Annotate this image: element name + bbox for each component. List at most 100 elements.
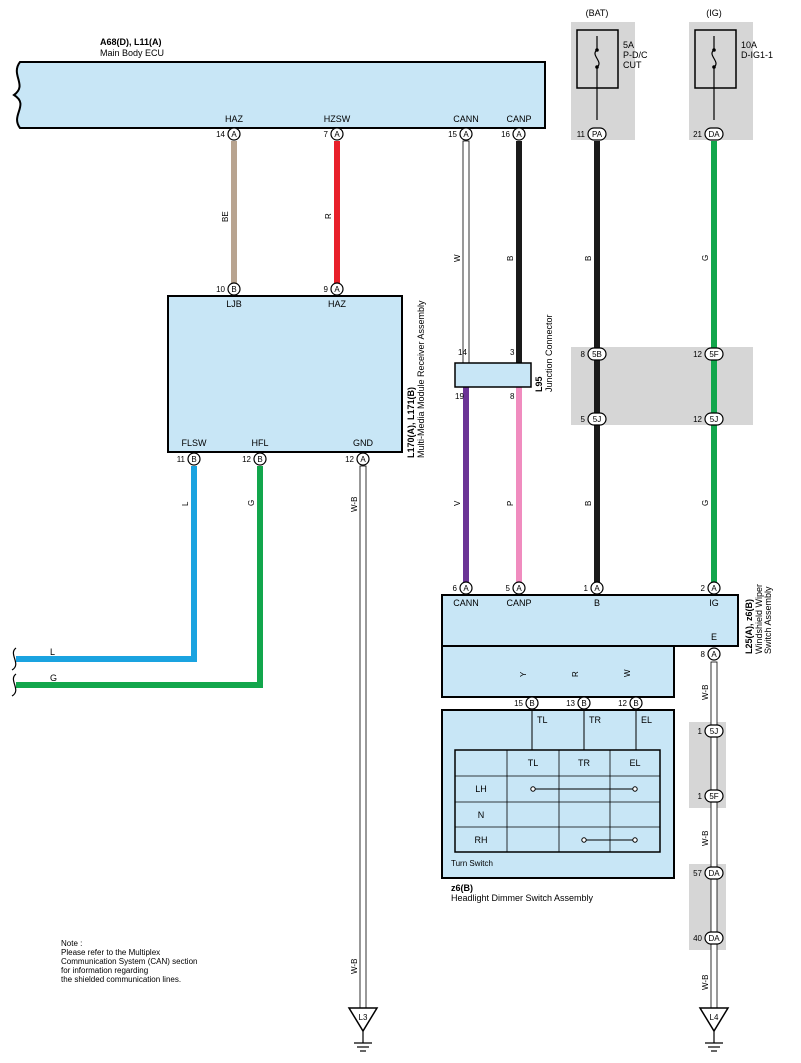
wiper-switch: CANN CANP B IG E L25(A), z6(B) Windshiel…: [441, 584, 773, 698]
wire-code-wb4: W-B: [701, 831, 710, 846]
wire-code-be: BE: [221, 211, 230, 222]
wiper-term-ig: IG: [709, 598, 719, 608]
ig-pin-da-number: 21: [693, 130, 702, 139]
grounds: L3 L4: [347, 1007, 730, 1052]
wiper-name-2: Switch Assembly: [763, 586, 773, 654]
wire-code-v: V: [453, 500, 462, 506]
note-line-1: Note :: [61, 939, 82, 948]
jc-pin-8: 8: [510, 392, 515, 401]
mmm-pin-haz-conn: A: [334, 285, 340, 294]
ecu-pin-haz-conn: A: [231, 130, 237, 139]
dimmer-pin-tl: B15: [514, 696, 539, 710]
mmm-pin-flsw-conn: B: [191, 455, 196, 464]
mmm-pin-haz: A9: [324, 282, 344, 296]
ecu-term-canp: CANP: [506, 114, 531, 124]
wiper-code: L25(A), z6(B): [744, 599, 754, 654]
ecu-pin-canp-conn: A: [516, 130, 522, 139]
offpage-l: L: [50, 647, 55, 657]
bat-pin-pa-number: 11: [577, 130, 586, 139]
wire-code-b1: B: [506, 256, 515, 261]
ground-l4-label: L4: [710, 1013, 719, 1022]
mmm-term-flsw: FLSW: [181, 438, 207, 448]
wire-code-r: R: [324, 213, 333, 219]
wiper-pin-canp: A5: [506, 581, 526, 595]
inline-pin-5b: 5B8: [581, 347, 607, 361]
inline-pin-5b-number: 8: [581, 350, 586, 359]
wiper-pin-b-number: 1: [584, 584, 589, 593]
ig-source-label: (IG): [706, 8, 722, 18]
inline-pin-5f-g-conn: 5F: [709, 350, 718, 359]
ecu-pin-canp-number: 16: [501, 130, 510, 139]
ground-l4-icon: L4: [698, 1007, 730, 1052]
jc-name: Junction Connector: [544, 314, 554, 392]
ecu-pin-hzsw-conn: A: [334, 130, 340, 139]
note: Note : Please refer to the Multiplex Com…: [61, 939, 197, 984]
note-line-5: the shielded communication lines.: [61, 975, 181, 984]
mmm-pin-hfl-conn: B: [257, 455, 262, 464]
note-line-2: Please refer to the Multiplex: [61, 948, 160, 957]
headlight-dimmer-switch: TL TR EL TL TR EL LH N RH Turn Switch z6…: [441, 709, 675, 903]
mmm-pin-flsw-number: 11: [177, 455, 186, 464]
wire-code-b3: B: [584, 501, 593, 506]
turn-switch-label: Turn Switch: [451, 859, 493, 868]
mmm-pin-haz-number: 9: [324, 285, 329, 294]
table-header-el: EL: [629, 758, 640, 768]
inline-pin-5f-e: 5F1: [698, 789, 724, 803]
inline-pin-5j-e: 5J1: [698, 724, 724, 738]
dimmer-pin-el-number: 12: [618, 699, 627, 708]
mmm-term-ljb: LJB: [226, 299, 242, 309]
wiper-term-cann: CANN: [453, 598, 479, 608]
ground-l3-label: L3: [359, 1013, 368, 1022]
wiper-name-1: Windshield Wiper: [754, 584, 764, 654]
wiper-pin-ig: A2: [701, 581, 721, 595]
mmm-term-haz: HAZ: [328, 299, 347, 309]
wire-code-b2: B: [584, 256, 593, 261]
wiper-term-canp: CANP: [506, 598, 531, 608]
wiper-pin-e-number: 8: [701, 650, 706, 659]
table-row-lh: LH: [475, 784, 487, 794]
fuse-bat-amp: 5A: [623, 40, 634, 50]
wire-code-wb2: W-B: [350, 959, 359, 974]
offpage-g: G: [50, 673, 57, 683]
inline-pin-57da-conn: DA: [708, 869, 720, 878]
inline-pin-5j-b-conn: 5J: [593, 415, 601, 424]
wiper-pin-e: A8: [701, 647, 721, 661]
note-line-4: for information regarding: [61, 966, 148, 975]
dimmer-term-tr: TR: [589, 715, 601, 725]
wiper-pin-canp-number: 5: [506, 584, 511, 593]
wire-wb-gnd: [359, 465, 367, 1009]
wire-code-w: W: [453, 254, 462, 262]
wiper-pin-canp-conn: A: [516, 584, 522, 593]
ecu-name: Main Body ECU: [100, 48, 164, 58]
wiper-pin-cann-number: 6: [453, 584, 458, 593]
table-row-n: N: [478, 810, 485, 820]
fuse-bat-name1: P-D/C: [623, 50, 648, 60]
ecu-code: A68(D), L11(A): [100, 37, 162, 47]
ecu-term-cann: CANN: [453, 114, 479, 124]
dimmer-pin-tr-number: 13: [566, 699, 575, 708]
mmm-pin-flsw: B 11: [177, 452, 201, 466]
ig-pin-da: DA 21: [693, 127, 724, 141]
mmm-term-hfl: HFL: [251, 438, 268, 448]
wire-code-w2: W: [623, 669, 632, 677]
jc-pin-14: 14: [458, 348, 467, 357]
wiper-term-e: E: [711, 632, 717, 642]
mmm-pin-hfl: B12: [242, 452, 267, 466]
wire-wb-e: [710, 661, 718, 1009]
dimmer-name: Headlight Dimmer Switch Assembly: [451, 893, 594, 903]
wiper-pin-b: A1: [584, 581, 604, 595]
wire-code-wb1: W-B: [350, 497, 359, 512]
inline-pin-5f-e-number: 1: [698, 792, 703, 801]
wiper-pin-b-conn: A: [594, 584, 600, 593]
note-line-3: Communication System (CAN) section: [61, 957, 197, 966]
bat-pin-pa-conn: PA: [592, 130, 603, 139]
fuse-ig-amp: 10A: [741, 40, 757, 50]
ig-pin-da-conn: DA: [708, 130, 720, 139]
mmm-term-gnd: GND: [353, 438, 374, 448]
dimmer-pin-el: B12: [618, 696, 643, 710]
